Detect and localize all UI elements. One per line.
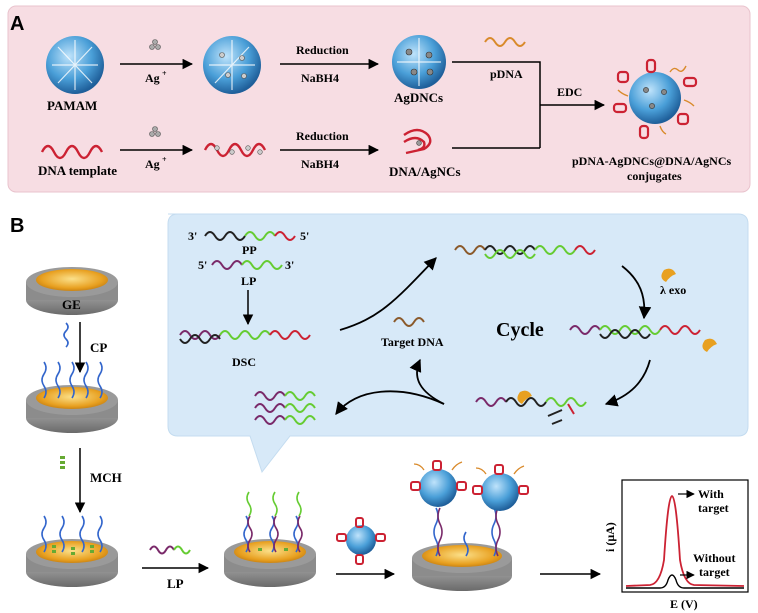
dna-agncs-hairpin-icon [403,128,432,155]
arrow-dsc-to-hybrid [339,257,437,331]
reduction-label-1: Reduction [296,43,349,57]
lp-strand-icon-bottom [149,545,175,555]
dna-template-strand-icon [40,144,104,160]
hybrid-strand-icon [454,245,596,259]
pdna-strand-icon [484,37,526,47]
silver-ions-icon [149,39,161,50]
panel-a-background [7,5,751,193]
dpv-plot [621,479,749,593]
lp-strand-icon [211,260,283,270]
conjugate-sphere-icon [612,58,698,140]
conjugate-small-icon [336,517,386,565]
lp-strand-icon-bottom-green [173,545,191,555]
cp-label: CP [90,340,107,355]
electrode-conjugates-icon [410,460,529,591]
arrow-to-exo [621,265,652,320]
with-target-label-2: target [698,501,729,515]
silver-ions-icon-2 [149,126,161,137]
ag-ion-label-2: Ag [145,157,160,171]
agdncs-label: AgDNCs [394,90,443,105]
target-dna-label: Target DNA [381,335,444,349]
lp-label: LP [241,274,256,288]
ag-ion-label-1: Ag [145,71,160,85]
dsc-label: DSC [232,355,256,369]
target-dna-strand-icon [393,317,425,327]
three-prime-label-2: 3' [285,258,294,272]
cp-strand-icon [63,322,69,348]
panel-b-label: B [10,215,24,237]
lambda-exo-icon [661,268,676,282]
agdncs-sphere-icon [392,35,446,89]
nabh4-label-2: NaBH4 [301,157,339,171]
electrode-cp-mch-icon [26,515,118,587]
electrode-lp-icon [224,491,316,587]
edc-label: EDC [557,85,582,99]
panel-b-background [167,213,749,474]
ag-ion-sup-2: + [162,155,167,164]
y-axis-label: i (μA) [603,522,617,552]
ge-label: GE [62,297,81,312]
conjugates-label-line1: pDNA-AgDNCs@DNA/AgNCs [572,154,731,168]
pp-label: PP [242,243,257,257]
conjugates-label-line2: conjugates [627,169,682,183]
exo-enzyme-icon-2 [517,390,532,404]
with-target-label-1: With [698,487,724,501]
digesting-strand-icon [569,325,701,339]
dna-template-silver-icon [203,142,267,158]
arrow-release-to-lp [335,390,445,415]
dna-template-label: DNA template [38,163,117,178]
five-prime-label-1: 5' [300,229,309,243]
lambda-exo-label: λ exo [660,283,686,297]
pdna-label: pDNA [490,67,523,81]
dna-agncs-label: DNA/AgNCs [389,164,461,179]
x-axis-label: E (V) [670,597,698,611]
panel-a-label: A [10,13,24,35]
mch-molecule-icon [60,456,65,469]
cycle-label: Cycle [496,319,544,341]
lp-label-bottom: LP [167,576,184,591]
pamam-sphere-icon [46,36,104,94]
with-target-curve [625,495,745,587]
exo-enzyme-icon [702,338,717,352]
without-target-label-2: target [699,565,730,579]
nabh4-label-1: NaBH4 [301,71,339,85]
without-target-curve [626,574,744,589]
reduction-label-2: Reduction [296,129,349,143]
ag-ion-sup-1: + [162,69,167,78]
mch-label: MCH [90,470,122,485]
five-prime-label-2: 5' [198,258,207,272]
pamam-silver-sphere-icon [203,36,261,94]
released-strand-icon [475,397,587,425]
electrode-cp-icon [26,361,118,433]
pamam-label: PAMAM [47,98,97,113]
merge-line-top [452,61,541,148]
without-target-label-1: Without [693,551,735,565]
dsc-strand-icon [179,330,311,344]
pp-strand-icon [204,231,296,241]
lp-released-strands-icon [254,391,316,425]
three-prime-label-1: 3' [188,229,197,243]
gold-electrode-icon [26,267,118,315]
arrow-to-release [604,359,651,407]
